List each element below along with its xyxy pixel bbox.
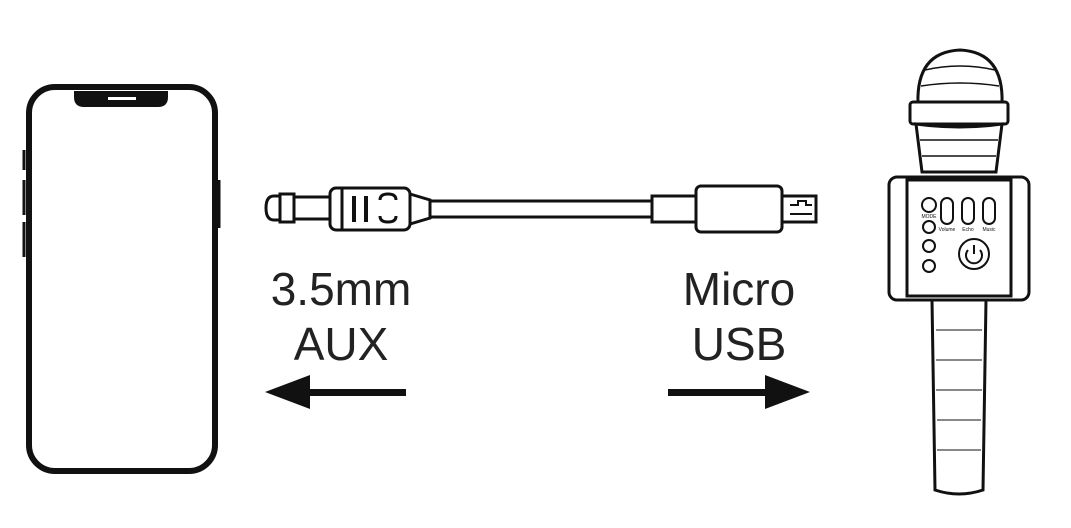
micro-usb-plug-icon xyxy=(650,184,818,234)
smartphone-icon xyxy=(22,84,221,474)
arrow-right-icon xyxy=(668,375,810,409)
usb-label-line1: Micro xyxy=(683,263,795,315)
mic-echo-label: Echo xyxy=(962,227,974,233)
aux-cable-icon xyxy=(264,186,654,232)
mic-volume-label: Volume xyxy=(939,227,956,233)
aux-label-line2: AUX xyxy=(294,318,389,370)
mic-mode-label: MODE xyxy=(922,214,938,220)
usb-label-line2: USB xyxy=(692,318,787,370)
microphone-icon xyxy=(887,48,1031,496)
mic-music-label: Music xyxy=(982,227,996,233)
arrow-left-icon xyxy=(265,375,406,409)
power-icon xyxy=(958,238,990,270)
aux-label-line1: 3.5mm xyxy=(271,263,412,315)
